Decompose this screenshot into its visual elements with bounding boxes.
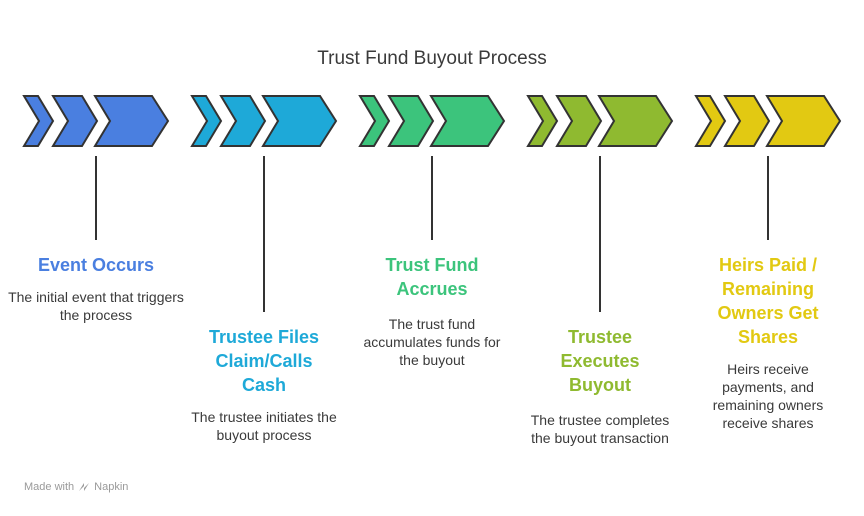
made-with-label: Made with <box>24 481 75 493</box>
step-1-chevrons <box>22 95 170 147</box>
step-5-description: Heirs receive payments, and remaining ow… <box>712 361 824 431</box>
step-1-title: Event Occurs <box>37 255 155 275</box>
napkin-brand-label: Napkin <box>94 481 129 493</box>
napkin-logo-icon <box>79 483 90 491</box>
step-2-description: The trustee initiates the buyout process <box>191 409 337 443</box>
step-3-title: Trust Fund Accrues <box>385 255 479 299</box>
step-4-title: Trustee Executes Buyout <box>560 327 640 395</box>
step-2-chevrons <box>190 95 338 147</box>
step-3-chevrons <box>358 95 506 147</box>
step-4-chevrons <box>526 95 674 147</box>
step-5-title: Heirs Paid / Remaining Owners Get Shares <box>717 255 819 347</box>
step-1-description: The initial event that triggers the proc… <box>8 289 184 323</box>
step-3-description: The trust fund accumulates funds for the… <box>363 316 501 368</box>
made-with-napkin: Made with Napkin <box>24 481 128 493</box>
step-4-description: The trustee completes the buyout transac… <box>530 412 670 446</box>
step-2-title: Trustee Files Claim/Calls Cash <box>208 327 320 395</box>
diagram-title: Trust Fund Buyout Process <box>317 48 547 69</box>
step-5-chevrons <box>694 95 842 147</box>
